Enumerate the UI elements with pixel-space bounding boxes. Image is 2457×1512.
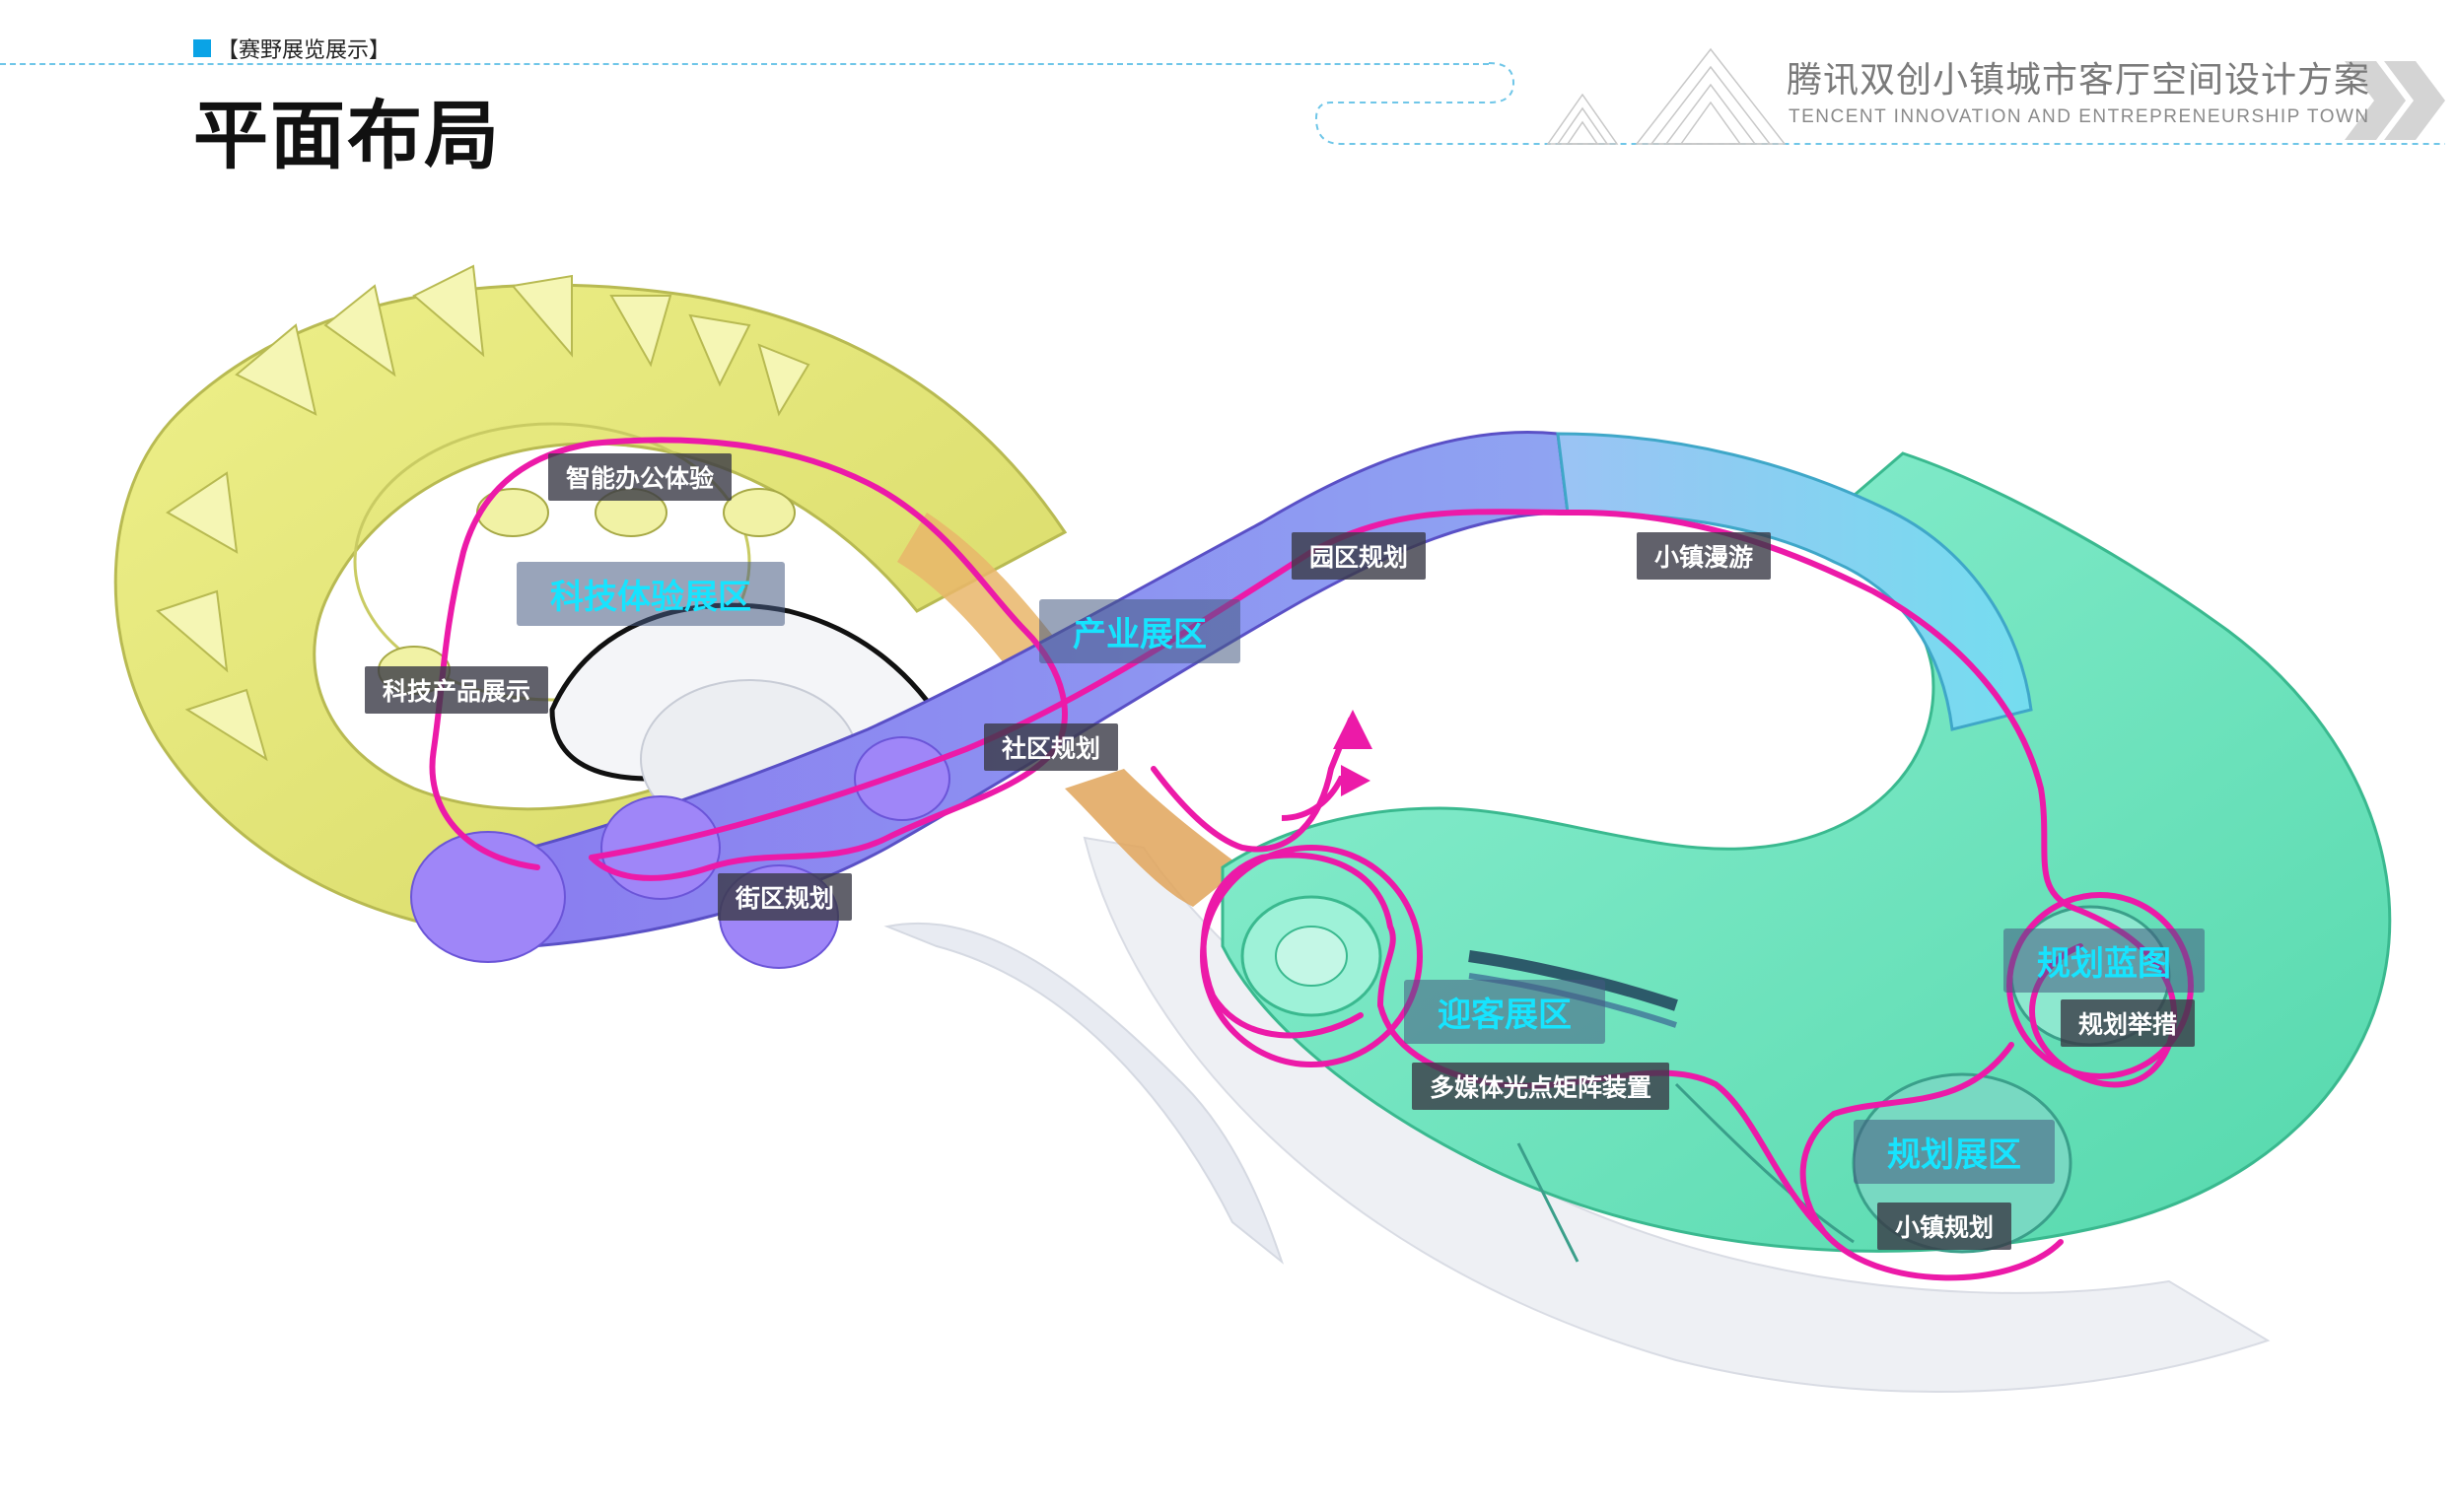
route-arrow-icon bbox=[1333, 710, 1372, 749]
mountain-icon bbox=[1546, 47, 1787, 145]
label-multimedia-matrix: 多媒体光点矩阵装置 bbox=[1412, 1063, 1670, 1110]
section-tag-text: 【赛野展览展示】 bbox=[217, 38, 391, 63]
label-smart-office: 智能办公体验 bbox=[548, 453, 733, 501]
tech-zone-loop bbox=[113, 264, 1068, 939]
orange-accent-lower bbox=[1065, 769, 1242, 907]
label-community-planning: 社区规划 bbox=[984, 723, 1119, 771]
zone-industry: 产业展区 bbox=[1039, 599, 1240, 663]
base-ribbon-left bbox=[883, 922, 1285, 1265]
label-town-tour: 小镇漫游 bbox=[1637, 532, 1772, 580]
label-block-planning: 街区规划 bbox=[718, 873, 853, 921]
label-town-planning: 小镇规划 bbox=[1877, 1203, 2012, 1250]
zone-planning-exhibition: 规划展区 bbox=[1854, 1120, 2055, 1184]
orange-accent-upper bbox=[897, 513, 1065, 690]
route-arrow-icon-2 bbox=[1341, 765, 1370, 796]
visitor-route-entry-2 bbox=[1281, 776, 1353, 821]
welcome-ring bbox=[1200, 845, 1423, 1067]
town-tour-ribbon bbox=[1556, 432, 2033, 731]
section-tag: 【赛野展览展示】 bbox=[193, 34, 390, 63]
zone-tech-experience: 科技体验展区 bbox=[517, 562, 785, 626]
zone-planning-blueprint: 规划蓝图 bbox=[2003, 928, 2205, 993]
label-planning-measures: 规划举措 bbox=[2061, 999, 2196, 1047]
visitor-route bbox=[429, 437, 1068, 881]
label-park-planning: 园区规划 bbox=[1292, 532, 1427, 580]
label-tech-products: 科技产品展示 bbox=[365, 666, 549, 714]
project-title-en: TENCENT INNOVATION AND ENTREPRENEURSHIP … bbox=[1789, 106, 2370, 127]
section-square-icon bbox=[193, 39, 211, 57]
zone-welcome: 迎客展区 bbox=[1404, 980, 1605, 1044]
page-title: 平面布局 bbox=[193, 92, 501, 179]
visitor-route-main bbox=[589, 509, 2177, 1088]
header-decoration bbox=[1314, 47, 2445, 145]
chevron-right-icon bbox=[2345, 61, 2445, 140]
header-dashed-line-left bbox=[0, 63, 1489, 65]
project-title-cn: 腾讯双创小镇城市客厅空间设计方案 bbox=[1787, 60, 2371, 101]
